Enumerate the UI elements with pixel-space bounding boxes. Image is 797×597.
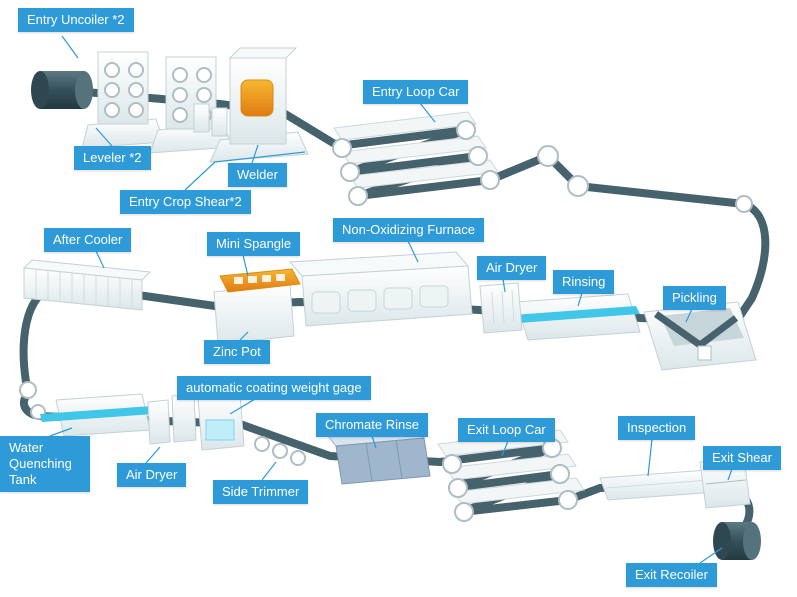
label-mini-spangle: Mini Spangle <box>207 232 301 256</box>
zinc-pot-illustration <box>213 283 295 345</box>
side-trimmer-illustration <box>254 436 306 466</box>
label-air-dryer-exit: Air Dryer <box>117 463 187 487</box>
label-entry-crop-shear: Entry Crop Shear*2 <box>120 190 251 214</box>
entry-loop-car-illustration <box>332 111 500 206</box>
water-quenching-tank-illustration <box>40 393 154 437</box>
after-cooler-illustration <box>22 259 152 311</box>
entry-uncoiler-illustration <box>31 71 93 109</box>
label-non-oxidizing-furnace: Non-Oxidizing Furnace <box>333 218 484 242</box>
label-zinc-pot: Zinc Pot <box>204 340 270 364</box>
label-rinsing: Rinsing <box>553 270 615 294</box>
leader-lines <box>49 35 733 564</box>
air-dryer-entry-illustration <box>479 282 523 334</box>
coating-weight-gage-illustration <box>197 393 245 451</box>
air-dryer-exit-illustration <box>147 393 197 445</box>
label-entry-uncoiler: Entry Uncoiler *2 <box>18 8 134 32</box>
label-exit-recoiler: Exit Recoiler <box>626 563 717 587</box>
chromate-rinse-illustration <box>327 427 431 485</box>
rinsing-illustration <box>500 293 641 341</box>
inspection-illustration <box>599 469 717 501</box>
exit-recoiler-illustration <box>713 522 761 560</box>
label-welder: Welder <box>228 163 287 187</box>
label-exit-loop-car: Exit Loop Car <box>458 418 555 442</box>
label-chromate-rinse: Chromate Rinse <box>316 413 428 437</box>
pickling-illustration <box>643 301 757 371</box>
weld-flame-icon <box>240 79 274 117</box>
label-pickling: Pickling <box>663 286 726 310</box>
label-air-dryer-entry: Air Dryer <box>477 256 547 280</box>
label-side-trimmer: Side Trimmer <box>213 480 309 504</box>
exit-loop-car-illustration <box>437 429 585 522</box>
label-water-quenching-tank: Water Quenching Tank <box>0 436 90 492</box>
label-inspection: Inspection <box>618 416 696 440</box>
label-leveler: Leveler *2 <box>74 146 151 170</box>
label-coating-weight-gage: automatic coating weight gage <box>177 376 371 400</box>
label-after-cooler: After Cooler <box>44 228 132 252</box>
non-oxidizing-furnace-illustration <box>288 251 473 327</box>
label-exit-shear: Exit Shear <box>703 446 781 470</box>
label-entry-loop-car: Entry Loop Car <box>363 80 469 104</box>
turn-rollers-icon <box>19 381 46 420</box>
mini-spangle-illustration <box>219 268 301 293</box>
deflector-rollers-icon <box>537 145 753 213</box>
entry-crop-shear-illustration <box>193 103 228 137</box>
